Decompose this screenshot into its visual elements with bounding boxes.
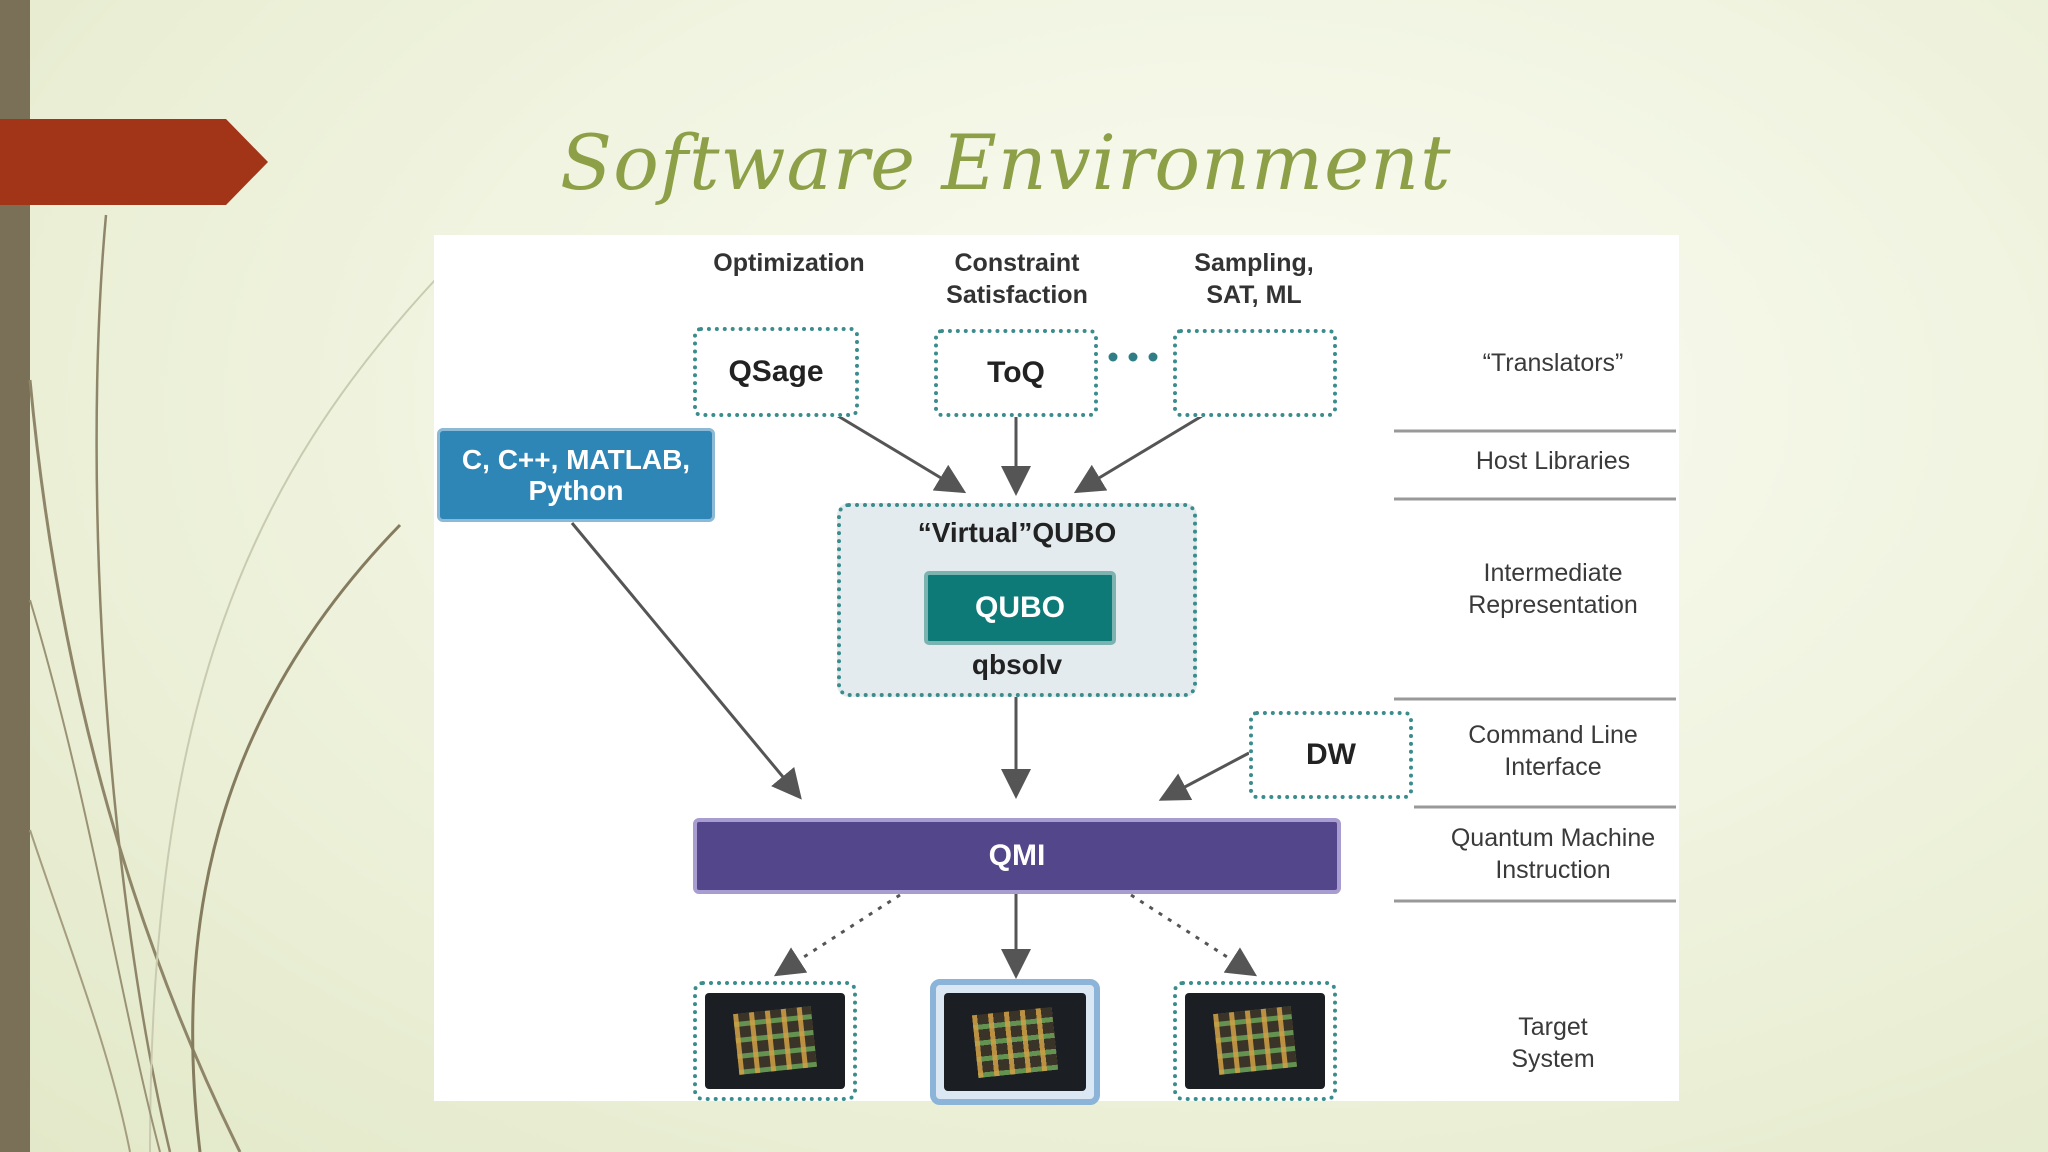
layer-command-line-interface: Command Line Interface [1468,721,1638,781]
target-chip-center [930,979,1100,1105]
diagram-panel: Optimization Constraint Satisfaction Sam… [434,235,1679,1105]
chip-image [944,993,1086,1091]
qsage-box: QSage [693,327,859,417]
ellipsis-dots [1108,352,1158,362]
layer-translators: “Translators” [1482,349,1624,377]
category-sampling: Sampling, SAT, ML [1194,249,1314,309]
decorative-curves [28,214,436,1152]
toq-box: ToQ [934,329,1098,417]
qmi-bar: QMI [693,818,1341,894]
category-constraint-satisfaction: Constraint Satisfaction [946,249,1088,309]
target-chip-right [1173,981,1337,1101]
empty-translator-box [1173,329,1337,417]
slide-title: Software Environment [560,118,1452,207]
layer-quantum-machine-instruction: Quantum Machine Instruction [1450,824,1656,884]
chip-image [1185,993,1325,1089]
chip-image [705,993,845,1089]
virtual-qubo-label: “Virtual”QUBO [917,517,1117,548]
qubo-box: QUBO [924,571,1116,645]
layer-target-system: Target System [1511,1013,1595,1073]
layer-host-libraries: Host Libraries [1475,447,1631,475]
languages-box: C, C++, MATLAB, Python [437,428,715,522]
target-chip-left [693,981,857,1101]
layer-intermediate-representation: Intermediate Representation [1468,559,1638,619]
dw-box: DW [1249,711,1413,799]
virtual-qubo-box: “Virtual”QUBO QUBO qbsolv [837,503,1197,697]
title-accent-arrow [0,119,268,205]
diagram-connectors [570,352,1676,979]
category-optimization: Optimization [713,249,865,277]
qbsolv-label: qbsolv [971,649,1063,680]
